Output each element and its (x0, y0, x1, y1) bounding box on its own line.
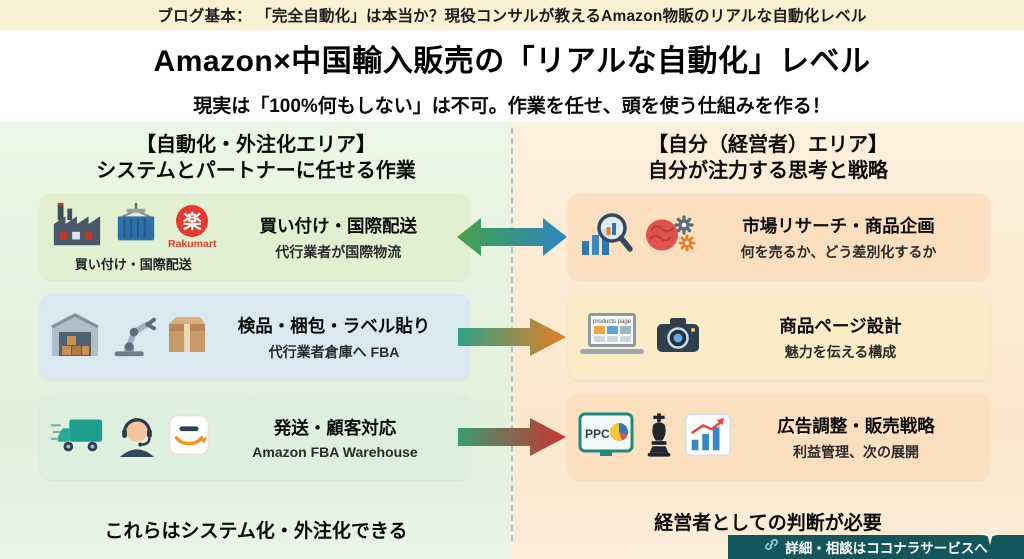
inspection-card-icons (50, 312, 208, 363)
automation-heading-line1: 【自動化・外注化エリア】 (136, 134, 376, 156)
buying-icons-row: 楽 Rakumart (50, 202, 216, 253)
automation-panel-footer: これらはシステム化・外注化できる (104, 521, 408, 542)
task-card-buying-shipping: 楽 Rakumart 買い付け・国際配送 買い付け・国際配送 代行業者が国際物流 (40, 194, 470, 280)
ppc-label: PPC (585, 427, 610, 441)
right-arrow-red (458, 418, 566, 456)
shipping-card-icons (50, 413, 210, 462)
task-card-inspection-packing: 検品・梱包・ラベル貼り 代行業者倉庫へ FBA (40, 294, 470, 380)
bidirectional-arrow (457, 218, 567, 256)
ads-card-subtitle: 利益管理、次の展開 (793, 443, 919, 460)
owner-panel: 【自分（経営者）エリア】 自分が注力する思考と戦略 (512, 122, 1024, 559)
owner-heading-line1: 【自分（経営者）エリア】 (648, 134, 888, 156)
customer-support-icon (115, 413, 159, 462)
buying-card-title: 買い付け・国際配送 (259, 215, 417, 236)
owner-cards: 市場リサーチ・商品企画 何を売るか、どう差別化するか products page (568, 194, 990, 480)
research-card-text: 市場リサーチ・商品企画 何を売るか、どう差別化するか (697, 213, 980, 262)
productpage-card-icons: products page (578, 312, 701, 363)
inspection-card-text: 検品・梱包・ラベル貼り 代行業者倉庫へ FBA (208, 313, 460, 362)
inspection-card-subtitle: 代行業者倉庫へ FBA (268, 343, 400, 360)
owner-panel-heading: 【自分（経営者）エリア】 自分が注力する思考と戦略 (512, 122, 1024, 184)
task-card-market-research: 市場リサーチ・商品企画 何を売るか、どう差別化するか (568, 194, 990, 280)
productpage-card-title: 商品ページ設計 (779, 315, 902, 336)
shipping-card-title: 発送・顧客対応 (273, 417, 397, 438)
warehouse-icon (50, 312, 100, 363)
owner-heading-line2: 自分が注力する思考と戦略 (648, 160, 888, 182)
ads-card-icons: PPC (578, 411, 732, 464)
research-card-icons (578, 211, 697, 264)
main-area: 【自動化・外注化エリア】 システムとパートナーに任せる作業 (0, 122, 1024, 559)
rakumart-logo: 楽 Rakumart (168, 204, 217, 250)
task-card-shipping-support: 発送・顧客対応 Amazon FBA Warehouse (40, 394, 470, 480)
automation-cards: 楽 Rakumart 買い付け・国際配送 買い付け・国際配送 代行業者が国際物流 (40, 194, 470, 480)
factory-icon (50, 202, 104, 253)
ads-card-title: 広告調整・販売戦略 (777, 415, 935, 436)
buying-icons-col: 楽 Rakumart 買い付け・国際配送 (50, 202, 216, 273)
page-subtitle: 現実は「100%何もしない」は不可。作業を任せ、頭を使う仕組みを作る！ (193, 95, 831, 117)
productpage-card-text: 商品ページ設計 魅力を伝える構成 (701, 313, 980, 362)
robot-arm-icon (109, 312, 157, 363)
link-icon (764, 537, 779, 557)
chess-piece-icon (643, 411, 675, 464)
ppc-screen-icon: PPC (578, 412, 634, 463)
owner-panel-footer: 経営者としての判断が必要 (654, 513, 882, 534)
rakumart-logo-mark: 楽 (176, 204, 209, 237)
blog-topbar-text: ブログ基本： 「完全自動化」は本当か？現役コンサルが教えるAmazon物販のリア… (157, 8, 867, 25)
ads-card-text: 広告調整・販売戦略 利益管理、次の展開 (732, 413, 980, 462)
laptop-products-icon: products page (578, 312, 646, 363)
buying-card-subtitle: 代行業者が国際物流 (275, 243, 402, 260)
laptop-screen-label: products page (593, 319, 632, 325)
buying-card-text: 買い付け・国際配送 代行業者が国際物流 (216, 213, 460, 262)
shipping-card-text: 発送・顧客対応 Amazon FBA Warehouse (210, 415, 460, 460)
automation-panel-heading: 【自動化・外注化エリア】 システムとパートナーに任せる作業 (0, 122, 512, 184)
buying-card-icons: 楽 Rakumart 買い付け・国際配送 (50, 202, 216, 273)
task-card-ads-strategy: PPC (568, 394, 990, 480)
coconala-link-bar[interactable]: 詳細・相談はココナラサービスへ (728, 535, 1024, 559)
coconala-link-text[interactable]: 詳細・相談はココナラサービスへ (785, 541, 988, 556)
rakumart-logo-label: Rakumart (168, 237, 217, 250)
right-arrow-orange (458, 318, 566, 356)
research-card-title: 市場リサーチ・商品企画 (742, 215, 935, 236)
page-title: Amazon×中国輸入販売の「リアルな自動化」レベル (153, 45, 871, 78)
shipping-card-subtitle: Amazon FBA Warehouse (252, 443, 418, 460)
research-card-subtitle: 何を売るか、どう差別化するか (740, 243, 937, 260)
automation-panel: 【自動化・外注化エリア】 システムとパートナーに任せる作業 (0, 122, 512, 559)
container-crane-icon (113, 202, 159, 253)
automation-heading-line2: システムとパートナーに任せる作業 (96, 160, 416, 182)
productpage-card-subtitle: 魅力を伝える構成 (784, 343, 897, 360)
buying-icons-caption: 買い付け・国際配送 (74, 256, 192, 272)
chart-magnifier-icon (578, 211, 634, 264)
blog-topbar: ブログ基本： 「完全自動化」は本当か？現役コンサルが教えるAmazon物販のリア… (0, 0, 1024, 30)
sparkle-icon (978, 522, 1002, 551)
camera-icon (655, 316, 701, 359)
package-box-icon (166, 314, 208, 361)
brain-gears-icon (643, 212, 697, 263)
task-card-product-page: products page (568, 294, 990, 380)
delivery-truck-icon (50, 415, 106, 460)
amazon-smile-icon (168, 413, 210, 461)
growth-chart-icon (684, 412, 732, 462)
inspection-card-title: 検品・梱包・ラベル貼り (237, 315, 431, 336)
